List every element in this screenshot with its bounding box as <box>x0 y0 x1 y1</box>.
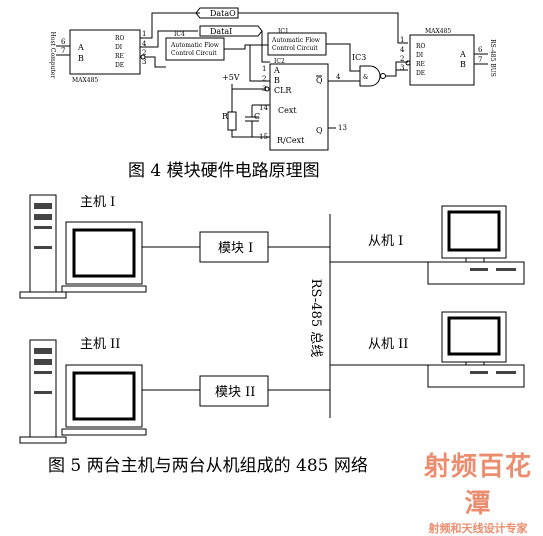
pin-3: 3 <box>142 58 146 66</box>
rpin-7: 7 <box>478 56 482 64</box>
ic2-name: IC2 <box>274 58 285 65</box>
max485-left-name: MAX485 <box>72 77 98 84</box>
ic2-pin-13: 13 <box>338 124 347 132</box>
host-1-computer-icon <box>19 194 147 299</box>
max485-left-pin-di: DI <box>115 44 123 51</box>
ic2-pin-q: Q <box>316 126 323 135</box>
rpin-2: 2 <box>400 55 404 63</box>
figure-canvas: Host Computer 6 7 A B RO DI RE DE MAX485… <box>19 7 525 476</box>
ic1-text-1: Automatic Flow <box>271 37 321 44</box>
pin-1: 1 <box>142 30 146 38</box>
max485-right-name: MAX485 <box>425 28 451 35</box>
pin-7-left: 7 <box>61 47 65 55</box>
ic4-text-2: Control Circuit <box>171 50 217 57</box>
max485-left-pin-re: RE <box>115 53 124 60</box>
max485-left-pin-a: A <box>77 43 84 52</box>
resistor-label: R <box>222 112 229 121</box>
ic2-pin-2: 2 <box>262 75 266 83</box>
max485-left-pin-de: DE <box>115 62 124 69</box>
max485-right-pin-ro: RO <box>416 43 426 50</box>
module-1-label: 模块 I <box>218 241 253 256</box>
rs485-bus-label: RS-485 BUS <box>489 39 496 77</box>
ic3-name: IC3 <box>352 53 366 62</box>
host-2-label: 主机 II <box>80 337 120 352</box>
pin-4: 4 <box>142 40 147 48</box>
ic2-pin-clr: CLR <box>274 86 292 95</box>
watermark-subtitle: 射频和天线设计专家 <box>428 522 528 535</box>
watermark-logo: 射频百花潭 <box>423 452 532 519</box>
fig5-network: 主机 I 主机 II 模块 I 模块 II RS-485 总线 从机 I <box>19 194 525 476</box>
ic2-pin-4: 4 <box>336 73 341 81</box>
fig4-schematic: Host Computer 6 7 A B RO DI RE DE MAX485… <box>49 7 496 181</box>
ic2-pin-b: B <box>274 76 280 85</box>
max485-right-pin-b: B <box>460 60 466 69</box>
signal-data-i: DataI <box>210 27 232 36</box>
max485-right-box <box>409 34 475 86</box>
rpin-6: 6 <box>478 46 483 54</box>
ic2-pin-q-bar: Q <box>316 76 323 85</box>
module-2-label: 模块 II <box>215 385 255 400</box>
max485-left-pin-b: B <box>78 54 84 63</box>
ic1-name: IC1 <box>278 28 289 35</box>
ic2-pin-rcext: R/Cext <box>277 136 305 145</box>
host-2-computer-icon <box>19 339 147 444</box>
ic2-pin-1: 1 <box>262 65 266 73</box>
signal-data-o: DataO <box>210 9 236 18</box>
ic1-text-2: Control Circuit <box>272 45 318 52</box>
ic3-amp: & <box>363 74 369 81</box>
slave-2-computer-icon <box>427 311 525 388</box>
module-2-box <box>199 375 269 407</box>
rpin-3: 3 <box>400 64 404 72</box>
max485-left-pin-ro: RO <box>115 35 125 42</box>
ic2-pin-14: 14 <box>259 104 268 112</box>
rs485-bus-text: RS-485 总线 <box>308 279 323 358</box>
rpin-4: 4 <box>400 46 405 54</box>
rpin-1: 1 <box>400 36 404 44</box>
ic2-box <box>269 63 329 151</box>
fig4-caption: 图 4 模块硬件电路原理图 <box>128 161 320 181</box>
host-computer-label: Host Computer <box>49 32 56 79</box>
capacitor-label: C <box>254 112 260 121</box>
ic4-name: IC4 <box>174 31 185 38</box>
slave-1-computer-icon <box>427 205 525 285</box>
pin-2: 2 <box>142 49 146 57</box>
max485-right-pin-re: RE <box>416 61 425 68</box>
supply-5v: +5V <box>222 73 240 82</box>
ic3-and-gate <box>359 65 381 87</box>
fig5-caption: 图 5 两台主机与两台从机组成的 485 网络 <box>48 456 368 476</box>
ic2-pin-cext: Cext <box>278 106 297 115</box>
ic2-pin-a: A <box>273 66 280 75</box>
max485-right-pin-di: DI <box>416 52 424 59</box>
watermark: 射频百花潭 射频和天线设计专家 <box>419 446 537 536</box>
host-1-label: 主机 I <box>80 195 115 210</box>
max485-left-box <box>69 29 141 75</box>
slave-1-label: 从机 I <box>368 234 403 249</box>
max485-right-pin-a: A <box>459 50 466 59</box>
ic4-text-1: Automatic Flow <box>170 42 220 49</box>
max485-right-pin-de: DE <box>416 70 425 77</box>
pin-6-left: 6 <box>61 38 66 46</box>
resistor-r <box>227 111 237 131</box>
slave-2-label: 从机 II <box>368 337 408 352</box>
